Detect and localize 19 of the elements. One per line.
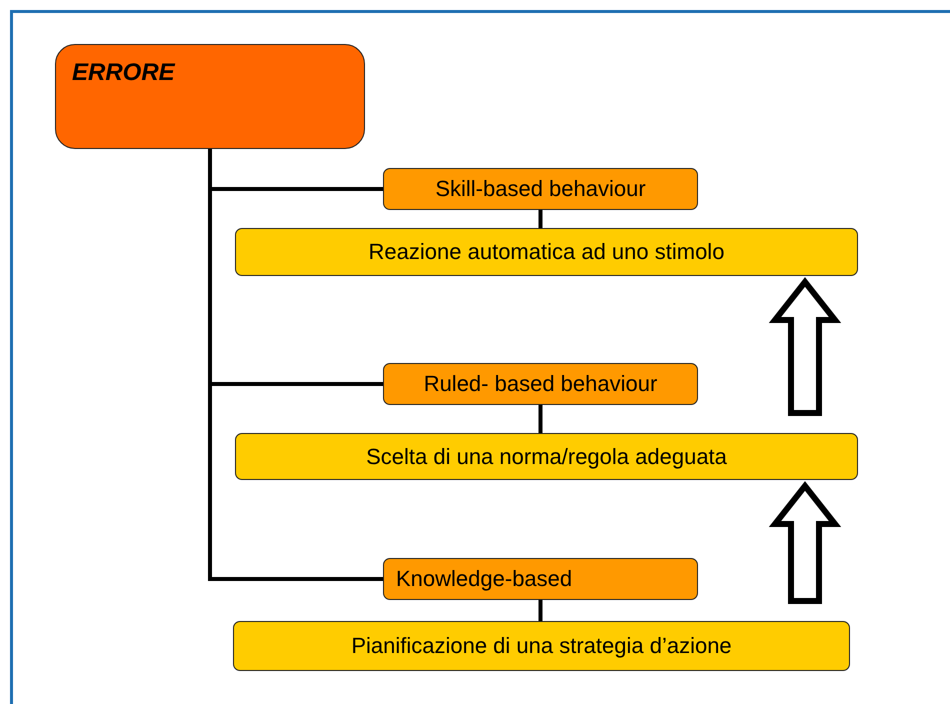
block-arrow	[768, 481, 842, 604]
label-text: Pianificazione di una strategia d’azione	[351, 633, 732, 659]
label-text: Reazione automatica ad uno stimolo	[368, 239, 724, 265]
level-box	[383, 363, 698, 405]
label-text: ERRORE	[72, 59, 175, 87]
label-text: Knowledge-based	[396, 566, 572, 592]
level-box	[383, 558, 698, 600]
description-box	[235, 228, 858, 276]
title-box	[55, 44, 365, 149]
connector-line	[538, 600, 542, 621]
connector-line	[538, 405, 542, 433]
label-text: Scelta di una norma/regola adeguata	[366, 444, 727, 470]
description-box	[235, 433, 858, 480]
block-arrow	[768, 277, 842, 416]
level-box	[383, 168, 698, 210]
description-box	[233, 621, 850, 671]
label-text: Skill-based behaviour	[435, 176, 646, 202]
label-text: Ruled- based behaviour	[424, 371, 658, 397]
connector-line	[538, 210, 542, 228]
